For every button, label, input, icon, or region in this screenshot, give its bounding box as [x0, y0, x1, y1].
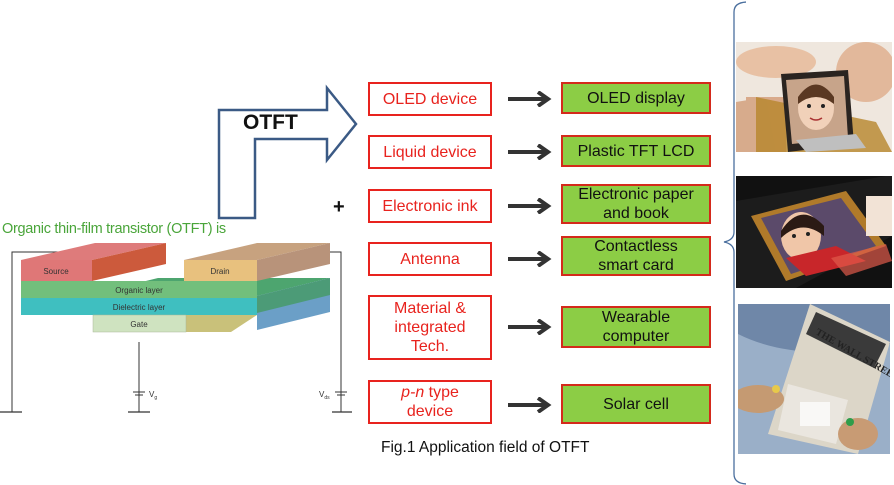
arrow-right-icon — [508, 319, 552, 335]
target-box-electronic-paper: Electronic paper and book — [561, 184, 711, 224]
source-box-liquid-device: Liquid device — [368, 135, 492, 169]
arrow-right-icon — [508, 397, 552, 413]
dielectric-layer-label: Dielectric layer — [113, 303, 166, 312]
figure-caption: Fig.1 Application field of OTFT — [381, 439, 590, 456]
target-box-solar-cell: Solar cell — [561, 384, 711, 424]
source-box-antenna: Antenna — [368, 242, 492, 276]
curly-brace — [723, 1, 746, 485]
target-box-wearable-computer: Wearable computer — [561, 306, 711, 348]
arrow-right-icon — [508, 198, 552, 214]
vds-label: Vds — [319, 390, 330, 401]
target-box-oled-display: OLED display — [561, 82, 711, 114]
source-box-oled-device: OLED device — [368, 82, 492, 116]
organic-layer — [21, 281, 257, 298]
gate-label: Gate — [130, 320, 148, 329]
flexible-oled-photo — [736, 42, 892, 152]
source-box-pn-device: p-n type device — [368, 380, 492, 424]
source-box-label: p-n type device — [401, 384, 459, 420]
arrow-right-icon — [508, 91, 552, 107]
source-box-label: OLED device — [382, 90, 478, 108]
otft-bent-arrow — [217, 84, 358, 220]
target-box-label: Electronic paper and book — [578, 186, 694, 222]
source-electrode — [21, 260, 92, 281]
arrow-right-icon — [508, 144, 552, 160]
electronic-paper-photo: THE WALL STREET JOURNAL — [738, 304, 890, 454]
drain-label: Drain — [210, 267, 229, 276]
target-box-smart-card: Contactless smart card — [561, 236, 711, 276]
drain-wire — [325, 251, 342, 412]
target-box-label: Plastic TFT LCD — [577, 142, 695, 160]
source-box-electronic-ink: Electronic ink — [368, 189, 492, 223]
source-box-label: Liquid device — [383, 143, 477, 161]
target-box-label: Wearable computer — [601, 309, 671, 345]
plus-sign: + — [333, 196, 345, 218]
target-box-plastic-tft-lcd: Plastic TFT LCD — [561, 135, 711, 167]
drain-electrode — [184, 260, 257, 281]
organic-layer-label: Organic layer — [115, 286, 163, 295]
target-box-label: Contactless smart card — [594, 238, 678, 274]
otft-title: Organic thin-film transistor (OTFT) is — [2, 221, 226, 237]
vg-label: Vg — [149, 390, 157, 401]
otft-arrow-label: OTFT — [243, 111, 298, 134]
target-box-label: Solar cell — [603, 395, 669, 413]
otft-transistor-diagram: Source Drain Organic layer Dielectric la… — [0, 243, 352, 413]
source-box-label: Material & integrated Tech. — [393, 300, 467, 355]
arrow-right-icon — [508, 251, 552, 267]
target-box-label: OLED display — [587, 89, 685, 107]
source-box-material-tech: Material & integrated Tech. — [368, 295, 492, 360]
gate-electrode — [92, 314, 187, 333]
source-box-label: Electronic ink — [382, 197, 478, 215]
source-label: Source — [43, 267, 69, 276]
dielectric-layer — [21, 298, 257, 315]
source-box-label: Antenna — [400, 250, 460, 268]
flexible-display-photo — [736, 176, 892, 288]
